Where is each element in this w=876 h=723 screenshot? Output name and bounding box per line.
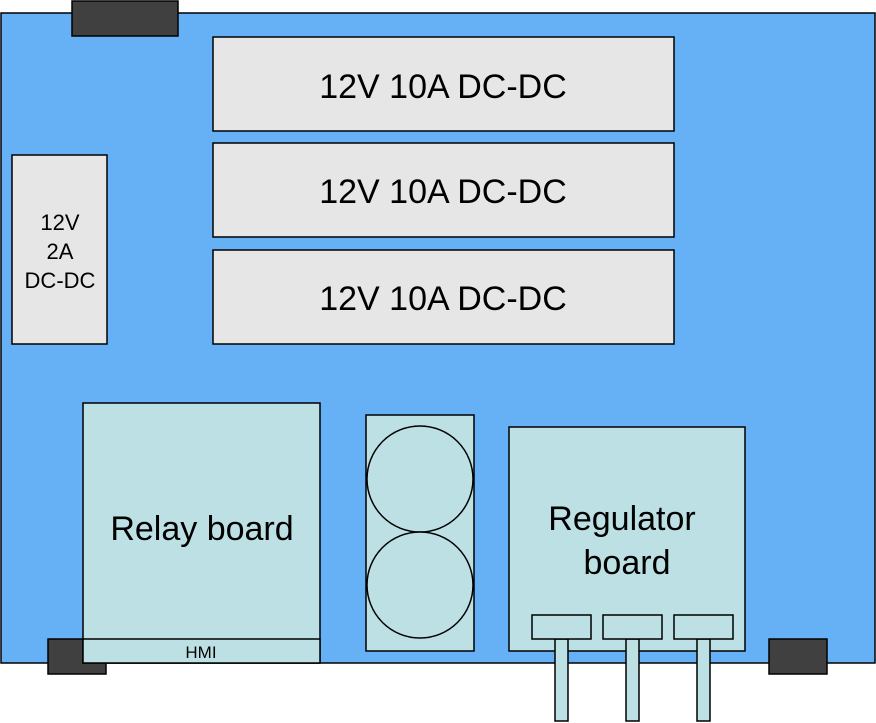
mounting-block-top <box>71 0 179 37</box>
relay-board-label: Relay board <box>110 510 293 548</box>
regulator-pin-2-lead <box>625 638 640 722</box>
regulator-pin-1 <box>531 614 592 640</box>
regulator-board: Regulator board <box>508 426 746 722</box>
dcdc-10a-module-3: 12V 10A DC-DC <box>212 249 675 345</box>
dcdc-2a-module: 12V 2A DC-DC <box>11 154 108 345</box>
regulator-board-label-line-2: board <box>584 544 671 582</box>
relay-board: Relay board HMI <box>82 402 321 664</box>
capacitor-1 <box>366 425 474 533</box>
dcdc-10a-label-2: 12V 10A DC-DC <box>319 173 567 211</box>
regulator-board-label-line-1: Regulator <box>548 500 695 538</box>
dcdc-2a-label-line-2: 2A <box>47 239 74 264</box>
regulator-pin-3 <box>673 614 734 640</box>
dcdc-10a-label-1: 12V 10A DC-DC <box>319 68 567 106</box>
hmi-connector <box>82 638 321 664</box>
capacitor-2 <box>366 531 474 639</box>
hmi-label: HMI <box>185 643 216 662</box>
dcdc-10a-label-3: 12V 10A DC-DC <box>319 280 567 318</box>
regulator-pin-1-lead <box>554 638 569 722</box>
dcdc-2a-label-line-1: 12V <box>40 210 79 235</box>
dcdc-2a-label-line-3: DC-DC <box>25 268 96 293</box>
dcdc-10a-module-1: 12V 10A DC-DC <box>212 36 675 132</box>
regulator-pin-3-lead <box>696 638 711 722</box>
mounting-block-bottom-right <box>768 638 828 675</box>
capacitor-bank <box>365 414 475 652</box>
regulator-pin-2 <box>602 614 663 640</box>
dcdc-10a-module-2: 12V 10A DC-DC <box>212 142 675 238</box>
